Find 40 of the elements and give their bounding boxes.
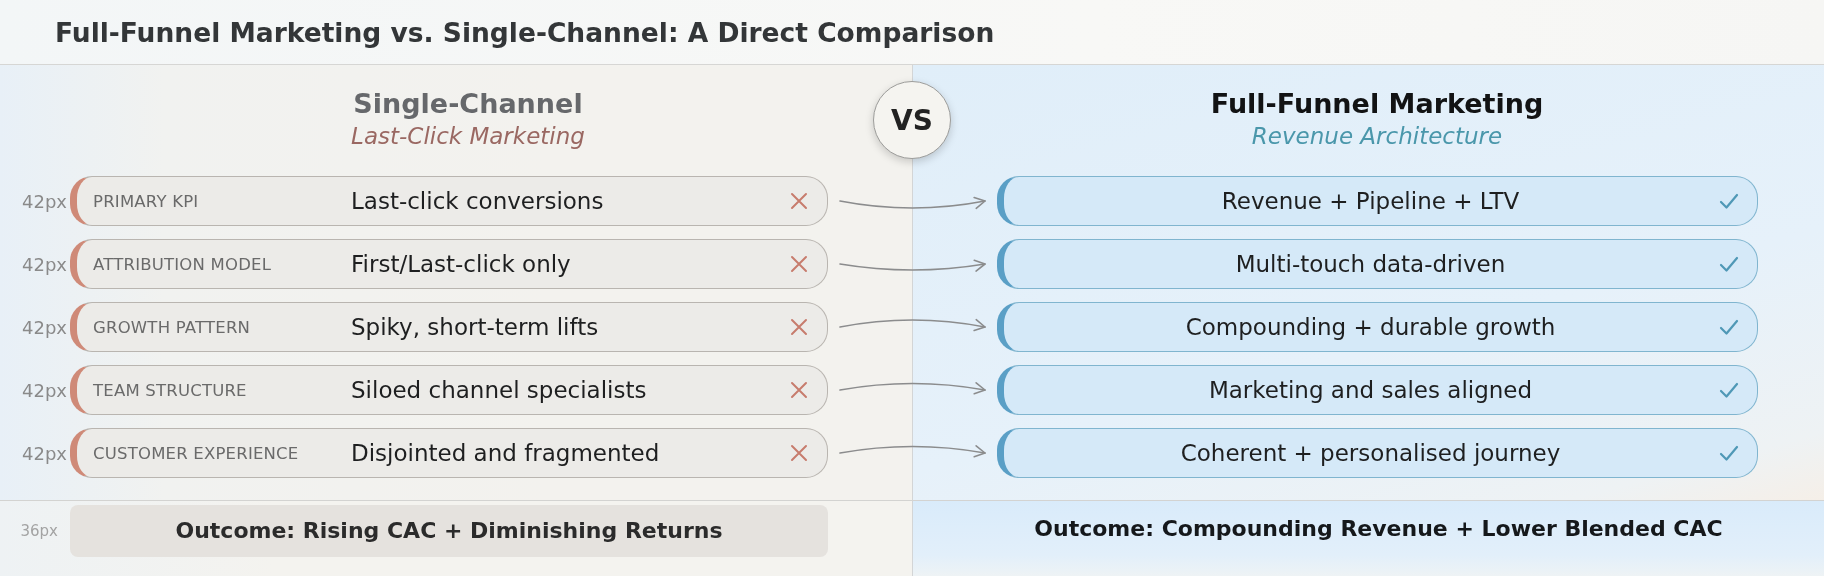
- row-value-text: First/Last-click only: [351, 251, 572, 277]
- row-value-text: Disjointed and fragmented: [351, 440, 661, 466]
- panel-subtitle: Last-Click Marketing: [351, 122, 585, 151]
- row-value-text: Compounding + durable growth: [1185, 314, 1556, 340]
- diagram-title: Full-Funnel Marketing vs. Single-Channel: A Direct Comparison: [55, 16, 995, 48]
- connector-arrow: [839, 382, 986, 395]
- connector-arrow: [839, 259, 986, 272]
- row-category-label: CUSTOMER EXPERIENCE: [93, 443, 300, 463]
- row-category-label: PRIMARY KPI: [93, 191, 200, 211]
- side-note: 36px: [20, 522, 58, 540]
- comparison-row: [997, 428, 1758, 478]
- row-category-label: ATTRIBUTION MODEL: [93, 254, 273, 274]
- row-value-text: Multi-touch data-driven: [1235, 251, 1506, 277]
- row-value-text: Last-click conversions: [351, 188, 605, 214]
- row-value-text: Spiky, short-term lifts: [351, 314, 600, 340]
- outcome-text: Outcome: Compounding Revenue + Lower Blended CAC: [1034, 515, 1723, 543]
- panel-subtitle: Revenue Architecture: [1251, 122, 1503, 151]
- row-value-text: Revenue + Pipeline + LTV: [1221, 188, 1520, 214]
- connector-arrow: [839, 445, 986, 458]
- outcome-bar: [912, 501, 1824, 576]
- side-note: 42px: [22, 442, 67, 464]
- vs-label: VS: [891, 103, 933, 137]
- outcome-text: Outcome: Rising CAC + Diminishing Returns: [175, 517, 723, 545]
- comparison-row: [997, 239, 1758, 289]
- panel-heading: Single-Channel: [353, 87, 583, 121]
- row-value-text: Marketing and sales aligned: [1208, 377, 1533, 403]
- row-value-text: Siloed channel specialists: [351, 377, 648, 403]
- comparison-row: [997, 302, 1758, 352]
- side-note: 42px: [22, 190, 67, 212]
- connector-arrow: [839, 196, 986, 209]
- comparison-row: [997, 176, 1758, 226]
- side-note: 42px: [22, 379, 67, 401]
- row-category-label: TEAM STRUCTURE: [93, 380, 248, 400]
- comparison-row: [997, 365, 1758, 415]
- panel-heading: Full-Funnel Marketing: [1210, 87, 1544, 121]
- row-category-label: GROWTH PATTERN: [93, 317, 252, 337]
- connector-arrow: [839, 319, 986, 332]
- row-value-text: Coherent + personalised journey: [1180, 440, 1561, 466]
- side-note: 42px: [22, 316, 67, 338]
- side-note: 42px: [22, 253, 67, 275]
